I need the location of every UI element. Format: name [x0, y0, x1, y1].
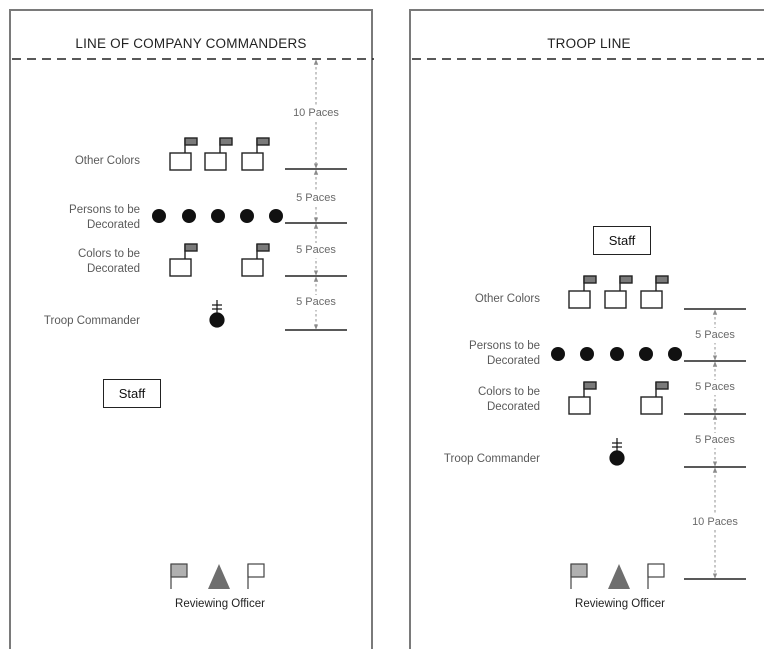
right-persons-dots — [551, 347, 682, 361]
guidon-icon — [570, 563, 588, 589]
flag-icon — [568, 275, 597, 309]
left-persons-dots — [152, 209, 283, 223]
flag-icon — [568, 381, 597, 415]
flag-icon — [640, 381, 669, 415]
flag-icon — [204, 137, 233, 171]
right-label-troop-commander: Troop Commander — [443, 453, 540, 465]
right-pace-label: 10 Paces — [685, 515, 745, 530]
left-decorated-colors-flags — [169, 243, 270, 277]
flag-icon — [604, 275, 633, 309]
right-reviewing-officer-icons — [570, 563, 665, 589]
right-panel-title: TROOP LINE — [547, 36, 631, 51]
left-staff-box: Staff — [103, 379, 161, 408]
right-pace-label: 5 Paces — [685, 380, 745, 395]
left-other-colors-flags — [169, 137, 270, 171]
left-troop-commander-icon — [209, 300, 225, 328]
right-troop-commander-icon — [609, 438, 625, 466]
left-panel-title: LINE OF COMPANY COMMANDERS — [75, 36, 307, 51]
flag-icon — [241, 137, 270, 171]
right-label-other-colors: Other Colors — [474, 293, 540, 305]
left-label-other-colors: Other Colors — [74, 155, 140, 167]
right-label-persons: Persons to be Decorated — [469, 340, 540, 367]
left-pace-label: 5 Paces — [286, 243, 346, 258]
flag-icon — [169, 137, 198, 171]
left-pace-label: 5 Paces — [286, 191, 346, 206]
guidon-icon — [247, 563, 265, 589]
flag-icon — [169, 243, 198, 277]
right-staff-box: Staff — [593, 226, 651, 255]
reviewing-officer-icon — [608, 564, 630, 589]
left-pace-label: 10 Paces — [286, 106, 346, 121]
right-decorated-colors-flags — [568, 381, 669, 415]
formation-diagram — [12, 58, 764, 589]
guidon-icon — [647, 563, 665, 589]
left-reviewing-officer-icons — [170, 563, 265, 589]
right-pace-lines — [684, 308, 746, 580]
right-reviewing-officer-label: Reviewing Officer — [575, 598, 665, 610]
right-pace-label: 5 Paces — [685, 433, 745, 448]
right-label-colors-decorated: Colors to be Decorated — [477, 386, 540, 413]
reviewing-officer-icon — [208, 564, 230, 589]
left-pace-label: 5 Paces — [286, 295, 346, 310]
left-label-colors-decorated: Colors to be Decorated — [77, 248, 140, 275]
left-label-troop-commander: Troop Commander — [43, 315, 140, 327]
left-pace-lines — [285, 168, 347, 331]
flag-icon — [640, 275, 669, 309]
flag-icon — [241, 243, 270, 277]
left-label-persons: Persons to be Decorated — [69, 204, 140, 231]
right-other-colors-flags — [568, 275, 669, 309]
left-reviewing-officer-label: Reviewing Officer — [175, 598, 265, 610]
right-pace-label: 5 Paces — [685, 328, 745, 343]
guidon-icon — [170, 563, 188, 589]
